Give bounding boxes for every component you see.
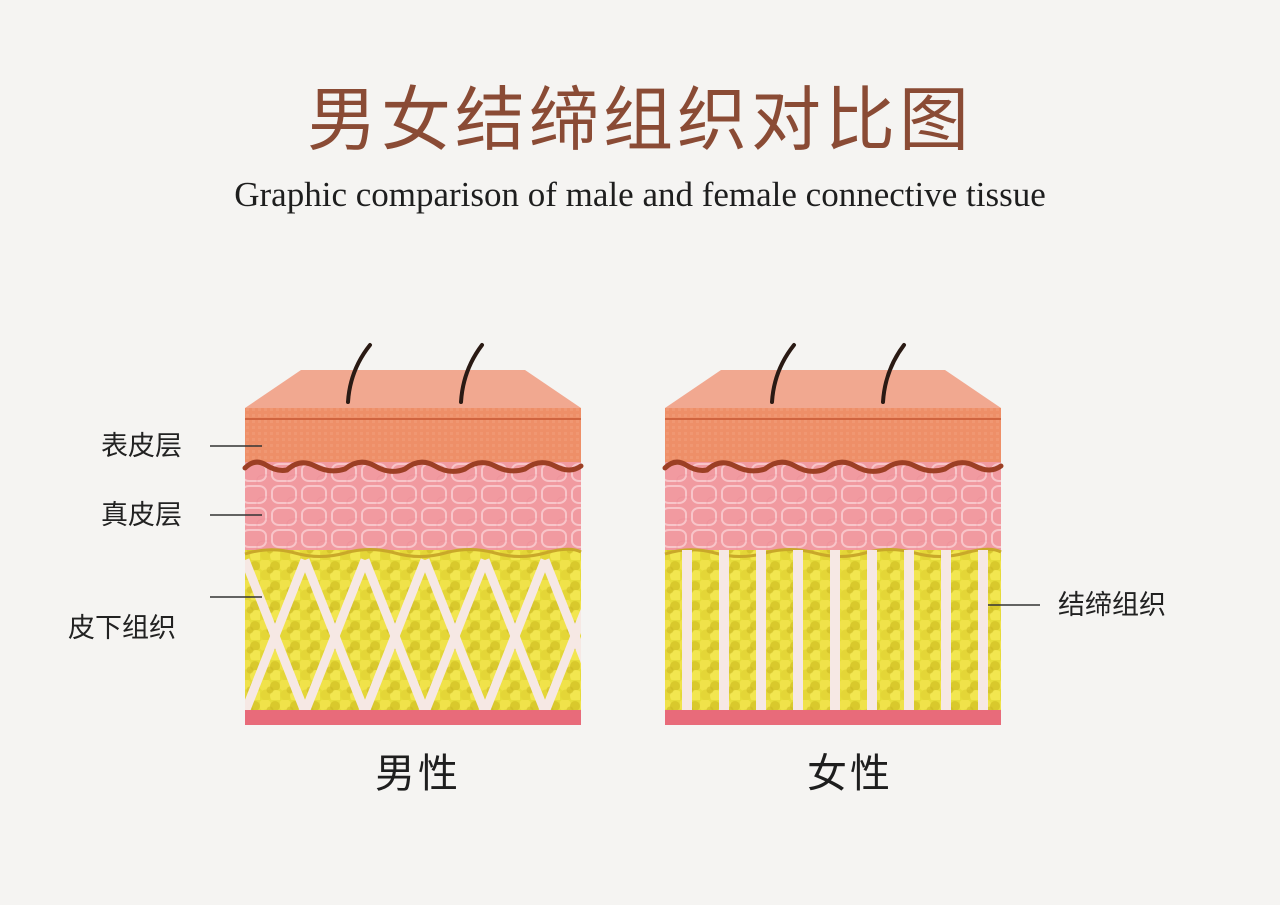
dermal-junction [662, 459, 1004, 474]
male-skin-block [242, 343, 584, 725]
hair-icon [459, 343, 484, 404]
male-connective-fibers [245, 558, 581, 712]
dermal-junction [242, 459, 584, 474]
female-label: 女性 [807, 751, 893, 797]
hair-icon [881, 343, 906, 404]
label-epidermis: 表皮层 [101, 431, 182, 462]
male-label: 男性 [375, 751, 461, 797]
label-connective-tissue: 结缔组织 [1058, 590, 1166, 621]
epidermis-layer [245, 408, 581, 466]
epidermis-layer [665, 408, 1001, 466]
base-layer [665, 710, 1001, 725]
page-title: 男女结缔组织对比图 [307, 79, 973, 161]
female-connective-fibers [682, 550, 988, 712]
skin-surface [665, 370, 1001, 408]
label-dermis: 真皮层 [101, 500, 182, 531]
base-layer [245, 710, 581, 725]
hair-icon [346, 343, 372, 404]
female-skin-block [662, 343, 1004, 725]
label-subcutaneous: 皮下组织 [68, 613, 176, 644]
page-subtitle: Graphic comparison of male and female co… [234, 175, 1046, 214]
skin-surface [245, 370, 581, 408]
hair-icon [770, 343, 796, 404]
